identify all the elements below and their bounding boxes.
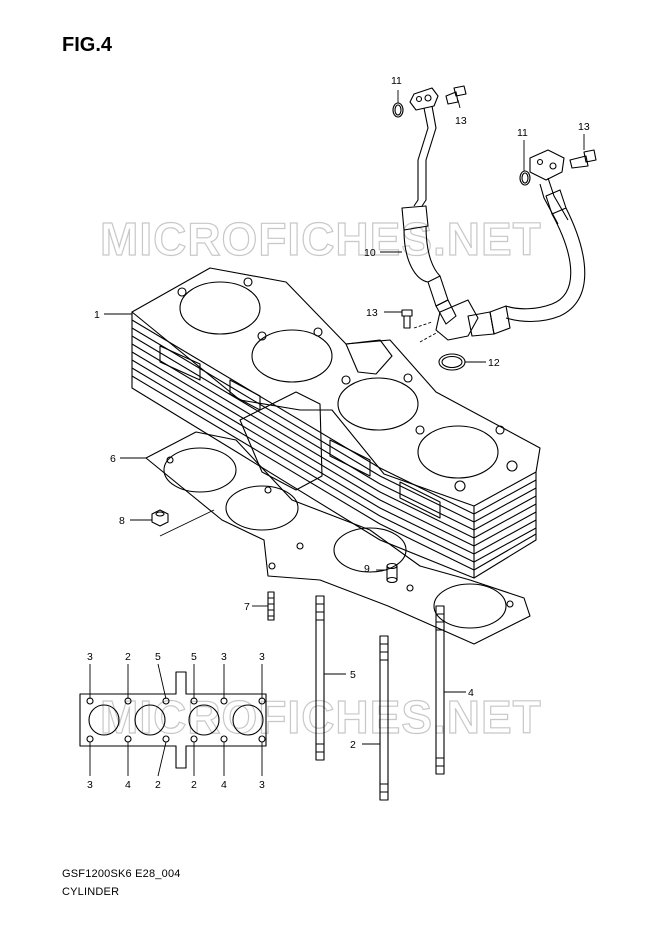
- oil-hose-assembly: [401, 87, 586, 341]
- callout-9: 9: [364, 563, 370, 575]
- callout-12: 12: [488, 357, 500, 369]
- sequence-bottom-4: 2: [191, 779, 197, 791]
- stud-4: [435, 605, 445, 775]
- callout-4: 4: [468, 687, 474, 699]
- watermark-bottom: MICROFICHES.NET: [100, 691, 542, 743]
- stud-7: [267, 591, 275, 621]
- sequence-bottom-1: 3: [87, 779, 93, 791]
- o-ring-11-right: [519, 170, 531, 186]
- sequence-bottom-3: 2: [155, 779, 161, 791]
- callout-10: 10: [364, 247, 376, 259]
- callout-7: 7: [244, 601, 250, 613]
- bolt-13-top-right: [569, 149, 597, 169]
- sequence-top-4: 5: [191, 651, 197, 663]
- tightening-sequence-plate: [79, 671, 267, 769]
- cylinder-block: [131, 267, 541, 579]
- dowel-pin-9: [386, 562, 398, 584]
- sequence-bottom-5: 4: [221, 779, 227, 791]
- callout-11-right: 11: [517, 127, 528, 139]
- callout-8: 8: [119, 515, 125, 527]
- stud-2: [379, 635, 389, 801]
- figure-name: CYLINDER: [62, 886, 120, 898]
- figure-code: GSF1200SK6 E28_004: [62, 868, 181, 880]
- sequence-bottom-6: 3: [259, 779, 265, 791]
- callout-13-top-left: 13: [455, 115, 467, 127]
- sequence-top-5: 3: [221, 651, 227, 663]
- callout-1: 1: [94, 309, 100, 321]
- sequence-bottom-2: 4: [125, 779, 131, 791]
- sequence-top-6: 3: [259, 651, 265, 663]
- sequence-top-2: 2: [125, 651, 131, 663]
- sequence-top-1: 3: [87, 651, 93, 663]
- sequence-top-3: 5: [155, 651, 161, 663]
- callout-13-top-right: 13: [578, 121, 590, 133]
- callout-13-middle: 13: [366, 307, 378, 319]
- callout-11-left: 11: [391, 75, 402, 87]
- bolt-13-top-left: [445, 85, 467, 105]
- nut-8: [151, 509, 169, 527]
- bolt-13-middle: [401, 309, 413, 329]
- callout-6: 6: [110, 453, 116, 465]
- callout-5: 5: [350, 669, 356, 681]
- stud-5: [315, 595, 325, 761]
- callout-2: 2: [350, 739, 356, 751]
- watermark-top: MICROFICHES.NET: [100, 213, 542, 265]
- figure-title: FIG.4: [62, 34, 113, 56]
- cylinder-base-gasket: [145, 431, 531, 645]
